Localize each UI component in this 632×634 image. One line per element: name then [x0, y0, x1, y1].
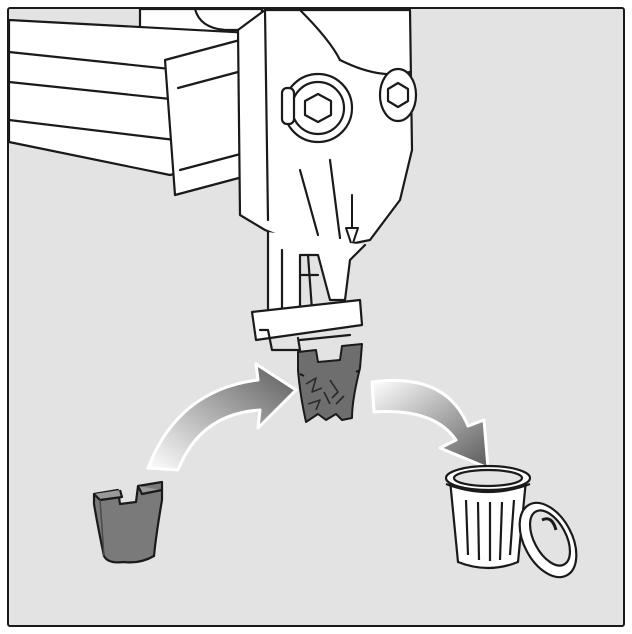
trash-can-icon — [444, 464, 578, 579]
curved-arrow-right-icon — [146, 362, 298, 472]
curved-arrow-down-icon — [370, 378, 490, 470]
nailer-tool — [7, 7, 418, 352]
worn-tip — [297, 343, 363, 423]
new-tip — [92, 480, 164, 564]
